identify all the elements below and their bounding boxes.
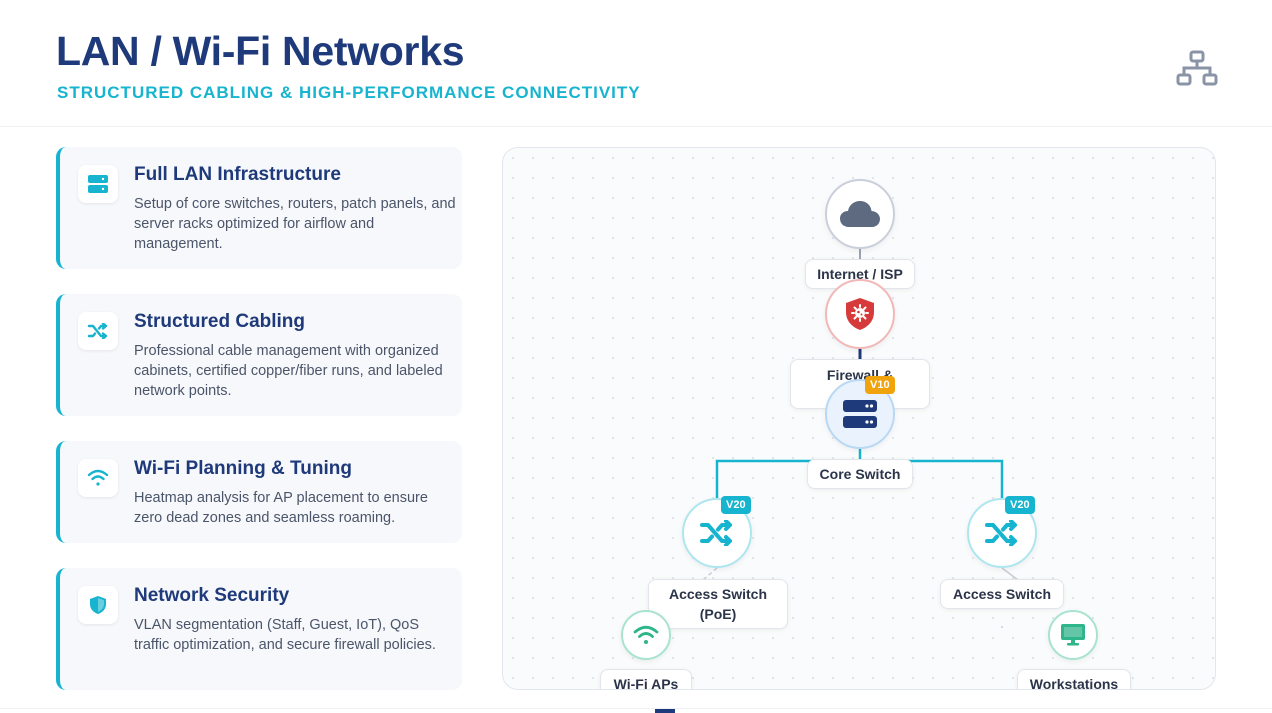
core-vlan-badge: V10 <box>865 376 895 394</box>
page-subtitle: STRUCTURED CABLING & HIGH-PERFORMANCE CO… <box>57 83 641 102</box>
feature-title: Network Security <box>134 585 290 606</box>
server-icon <box>843 400 877 428</box>
feature-card-wifi: Wi-Fi Planning & Tuning Heatmap analysis… <box>56 441 462 543</box>
feature-description: VLAN segmentation (Staff, Guest, IoT), Q… <box>134 617 436 653</box>
feature-card-security: Network Security VLAN segmentation (Staf… <box>56 568 462 690</box>
shield-virus-icon <box>846 298 874 330</box>
core-switch-label: Core Switch <box>807 459 913 489</box>
shuffle-icon <box>78 312 118 350</box>
feature-card-lan: Full LAN Infrastructure Setup of core sw… <box>56 147 462 269</box>
feature-title: Full LAN Infrastructure <box>134 164 341 185</box>
workstations-node <box>1048 610 1098 660</box>
shuffle-icon <box>700 520 732 546</box>
feature-description: Professional cable management with organ… <box>134 343 443 399</box>
wifi-icon <box>633 625 659 644</box>
page-title: LAN / Wi-Fi Networks <box>56 28 465 74</box>
access-switch-right-label: Access Switch <box>940 579 1064 609</box>
feature-description: Setup of core switches, routers, patch p… <box>134 196 456 252</box>
desktop-icon <box>1061 624 1085 646</box>
access-left-vlan-badge: V20 <box>721 496 751 514</box>
firewall-node <box>825 279 895 349</box>
feature-title: Structured Cabling <box>134 311 306 332</box>
network-icon <box>1176 50 1218 86</box>
server-icon <box>78 165 118 203</box>
feature-card-cabling: Structured Cabling Professional cable ma… <box>56 294 462 416</box>
shield-icon <box>78 586 118 624</box>
workstations-label: Workstations <box>1017 669 1131 689</box>
access-right-vlan-badge: V20 <box>1005 496 1035 514</box>
access-switch-left-label: Access Switch (PoE) <box>648 579 788 629</box>
internet-node <box>825 179 895 249</box>
wifi-icon <box>78 459 118 497</box>
shuffle-icon <box>985 520 1017 546</box>
page-indicator <box>655 709 675 713</box>
wifi-ap-node <box>621 610 671 660</box>
feature-description: Heatmap analysis for AP placement to ens… <box>134 490 428 526</box>
footer-divider <box>0 708 1272 709</box>
network-topology-diagram: Internet / ISP Firewall & V10 Core Switc… <box>502 147 1216 690</box>
wifi-ap-label: Wi-Fi APs <box>600 669 692 689</box>
feature-title: Wi-Fi Planning & Tuning <box>134 458 352 479</box>
page-header: LAN / Wi-Fi Networks STRUCTURED CABLING … <box>0 0 1272 127</box>
cloud-icon <box>840 201 880 227</box>
